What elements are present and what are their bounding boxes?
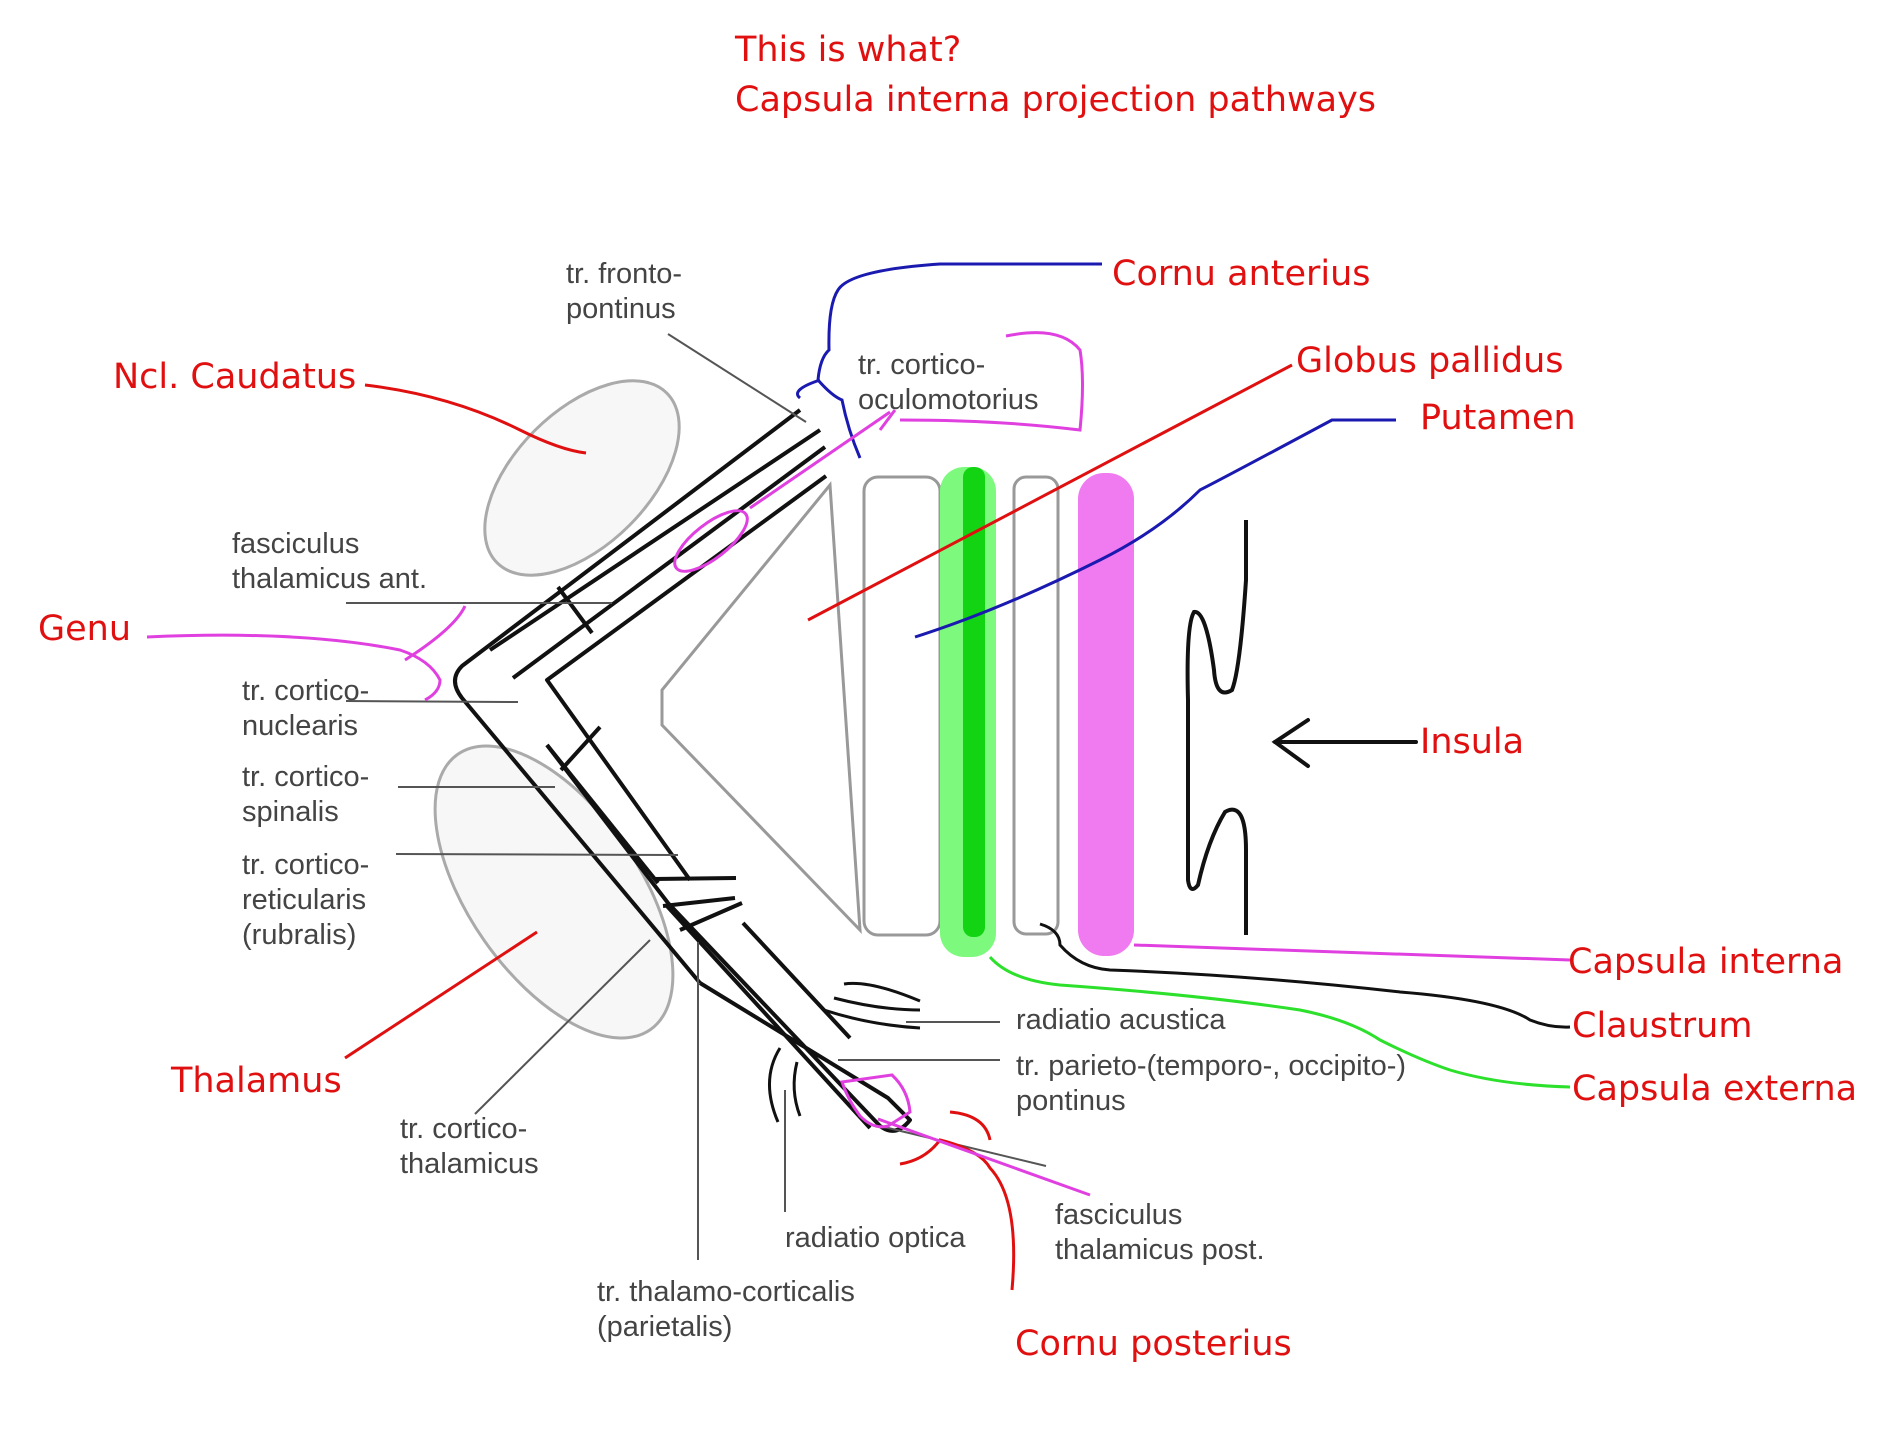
label-cortico-oculomotorius: tr. cortico- oculomotorius	[858, 349, 1039, 416]
annotation-thalamus: Thalamus	[171, 1061, 342, 1101]
annotation-cornu-posterius: Cornu posterius	[1015, 1324, 1292, 1364]
label-radiatio-acustica: radiatio acustica	[1016, 1004, 1226, 1036]
annotation-insula: Insula	[1420, 722, 1525, 762]
green-pointer-line	[988, 955, 1571, 1089]
red-pointer-lines	[344, 363, 1293, 1291]
label-fasciculus-thalamicus-post: fasciculus thalamicus post.	[1055, 1199, 1265, 1266]
annotation-cornu-anterius: Cornu anterius	[1112, 254, 1371, 294]
thalamus-shape	[433, 744, 675, 1040]
annotation-capsula-interna: Capsula interna	[1568, 942, 1844, 982]
annotation-globus-pallidus: Globus pallidus	[1296, 341, 1564, 381]
blue-pointer-lines	[796, 262, 1396, 639]
capsula-interna-band	[1078, 473, 1134, 956]
label-cortico-thalamicus: tr. cortico- thalamicus	[400, 1113, 539, 1180]
question-line-1: This is what?	[735, 30, 962, 70]
insula-arrow-icon	[1271, 718, 1418, 768]
question-line-2: Capsula interna projection pathways	[735, 80, 1377, 120]
annotation-capsula-externa: Capsula externa	[1572, 1069, 1858, 1109]
claustrum-capsule	[1012, 475, 1060, 936]
black-pointer-line	[1039, 922, 1571, 1029]
insula-outline	[1185, 520, 1248, 935]
annotation-claustrum: Claustrum	[1572, 1006, 1753, 1046]
caudate-nucleus-shape	[483, 379, 681, 577]
label-cortico-spinalis: tr. cortico- spinalis	[242, 761, 370, 828]
label-thalamo-corticalis: tr. thalamo-corticalis (parietalis)	[597, 1276, 855, 1343]
internal-capsule-outline	[453, 408, 912, 1133]
label-parieto-pontinus: tr. parieto-(temporo-, occipito-) pontin…	[1016, 1050, 1407, 1117]
label-cortico-reticularis: tr. cortico- reticularis (rubralis)	[242, 849, 370, 951]
fibre-fans	[768, 981, 921, 1123]
label-fasciculus-thalamicus-ant: fasciculus thalamicus ant.	[232, 528, 428, 595]
annotation-ncl-caudatus: Ncl. Caudatus	[113, 357, 357, 397]
annotation-putamen: Putamen	[1420, 398, 1576, 438]
lentiform-nucleus-shape	[660, 481, 862, 934]
label-fronto-pontinus: tr. fronto- pontinus	[566, 258, 683, 325]
label-cortico-nuclearis: tr. cortico- nuclearis	[242, 675, 370, 742]
label-radiatio-optica: radiatio optica	[785, 1222, 966, 1254]
annotation-genu: Genu	[38, 609, 132, 649]
magenta-pointer-lines	[146, 331, 1571, 1197]
putamen-capsule	[862, 475, 942, 937]
capsula-externa-core	[963, 467, 985, 937]
